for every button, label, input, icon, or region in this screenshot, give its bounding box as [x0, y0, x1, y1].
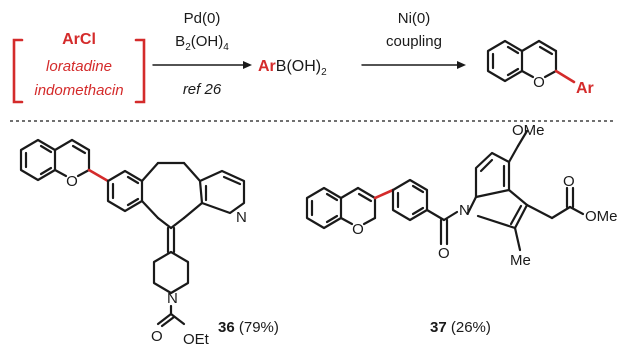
compound-36-ethoxy: OEt	[183, 331, 210, 347]
compound-37-indole-n: N	[459, 202, 470, 219]
step2-condition: coupling	[386, 33, 442, 50]
intermediate-boronic-acid: ArB(OH)2	[258, 58, 327, 78]
left-bracket	[12, 38, 24, 104]
compound-37-methyl: Me	[510, 252, 531, 269]
compound-36-piperidine-n: N	[167, 290, 178, 307]
product-aryl-label: Ar	[576, 80, 594, 97]
start-label: ArCl	[62, 31, 96, 48]
product-ring-oxygen: O	[533, 74, 545, 91]
compound-36-pyridine-n: N	[236, 209, 247, 226]
compound-37-carbonyl-o: O	[438, 245, 450, 262]
arrow-step2-head	[457, 61, 466, 69]
step1-reference: ref 26	[183, 81, 222, 98]
compound-37-ester-methoxy: OMe	[585, 208, 618, 225]
substrate-indomethacin: indomethacin	[34, 82, 123, 99]
step1-boron-reagent: B2(OH)4	[175, 33, 229, 53]
compound-37-caption: 37 (26%)	[430, 319, 491, 336]
compound-36-carbonyl-o: O	[151, 328, 163, 345]
step1-catalyst: Pd(0)	[184, 10, 221, 27]
compound-36-ring-oxygen: O	[66, 173, 78, 190]
compound-37-methoxy: OMe	[512, 122, 545, 139]
compound-36-structure: O N N O OEt	[19, 138, 247, 347]
step2-catalyst: Ni(0)	[398, 10, 431, 27]
compound-37-ring-oxygen: O	[352, 221, 364, 238]
compound-37-ester-carbonyl-o: O	[563, 173, 575, 190]
substrate-loratadine: loratadine	[46, 58, 112, 75]
compound-36-caption: 36 (79%)	[218, 319, 279, 336]
compound-37-structure: O O N OMe Me O	[305, 122, 618, 269]
product-chromene: O Ar	[486, 39, 594, 97]
right-bracket	[134, 38, 146, 104]
arrow-step1-head	[243, 61, 252, 69]
